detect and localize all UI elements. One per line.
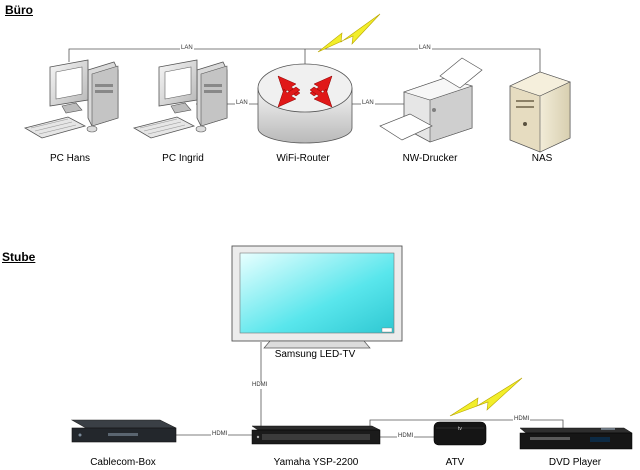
tv-label: Samsung LED-TV: [274, 349, 356, 360]
lan-label-top-right: LAN: [418, 45, 432, 52]
lan-label-router-printer: LAN: [361, 100, 375, 107]
office-section-title: Büro: [5, 3, 33, 17]
dvd-player-icon: [519, 427, 633, 450]
pc-ingrid-icon: [132, 59, 228, 139]
printer-label: NW-Drucker: [402, 153, 458, 164]
dvd-label: DVD Player: [548, 457, 602, 468]
yamaha-label: Yamaha YSP-2200: [273, 457, 359, 468]
atv-logo: tv: [458, 426, 462, 432]
hdmi-line-yamaha-dvd: [369, 419, 564, 428]
hdmi-label-yamaha-atv: HDMI: [397, 433, 415, 440]
lan-label-ingrid-router: LAN: [235, 100, 249, 107]
wifi-router-icon: [257, 63, 353, 144]
nas-icon: [509, 71, 571, 153]
pc-hans-label: PC Hans: [49, 153, 90, 164]
printer-icon: [379, 57, 483, 143]
lan-line-top: [68, 48, 541, 74]
hdmi-label-yamaha-dvd: HDMI: [513, 416, 531, 423]
router-label: WiFi-Router: [276, 153, 330, 164]
wifi-signal-icon: [317, 13, 381, 53]
atv-wifi-signal-icon: [449, 377, 523, 417]
atv-icon: [433, 421, 487, 446]
cablecom-label: Cablecom-Box: [90, 457, 156, 468]
nas-label: NAS: [531, 153, 553, 164]
yamaha-soundbar-icon: [251, 425, 381, 445]
lan-label-top-left: LAN: [180, 45, 194, 52]
tv-icon: [231, 245, 403, 349]
atv-label: ATV: [445, 457, 465, 468]
cablecom-box-icon: [70, 419, 177, 443]
pc-ingrid-label: PC Ingrid: [162, 153, 204, 164]
hdmi-label-cablecom-yamaha: HDMI: [211, 431, 229, 438]
hdmi-label-tv-yamaha: HDMI: [251, 382, 269, 389]
pc-hans-icon: [23, 59, 119, 139]
living-room-section-title: Stube: [2, 250, 36, 264]
